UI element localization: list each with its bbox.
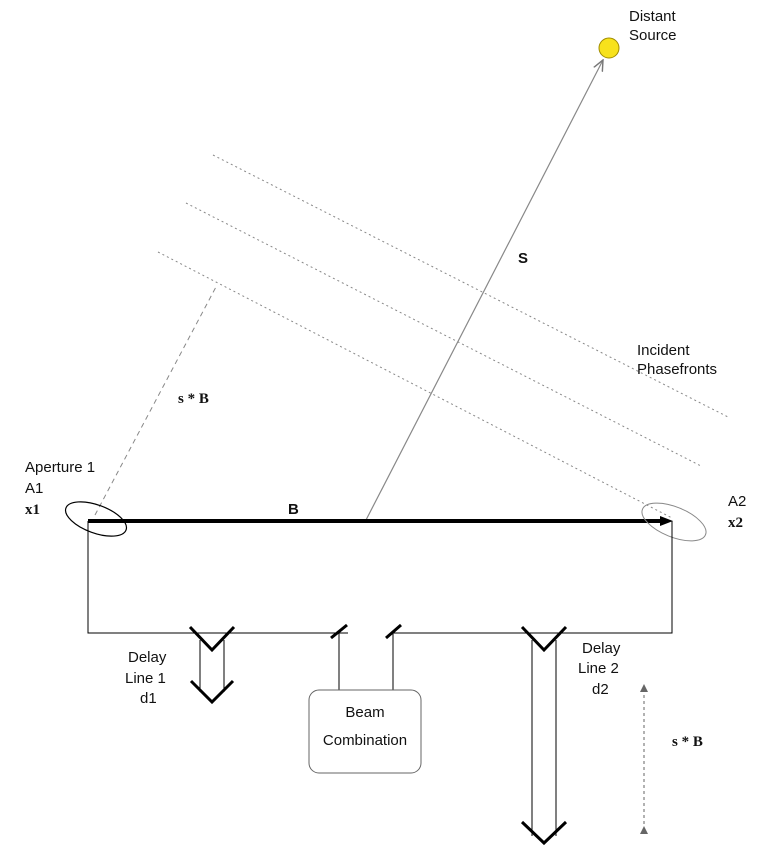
baseline-b-label: B [288,501,299,518]
delay-line-2-shaft [531,640,557,836]
delay-line-1-shaft [199,640,225,692]
phasefront-line-2 [185,202,702,467]
sb-label-left: s * B [178,391,209,407]
optical-path-frame [87,521,673,634]
delay-line-1-label-line2: Line 1 [125,670,166,687]
aperture-2-label-line1: A2 [728,493,746,510]
distant-source-icon [598,37,620,59]
combiner-mirror-right [385,623,402,640]
phasefronts-label-line1: Incident [637,342,690,359]
s-vector-label: S [518,250,528,267]
beam-combination-box [308,689,422,774]
delay-line-1-label-line1: Delay [128,649,167,666]
baseline-b-arrowhead [660,516,673,526]
aperture-1-label-line2: A1 [25,480,43,497]
delay-line-2-label-line1: Delay [582,640,621,657]
delay-line-2-label-line2: Line 2 [578,660,619,677]
aperture-1-label-line1: Aperture 1 [25,459,95,476]
combiner-mirror-left [330,623,348,640]
aperture-1-label-line3: x1 [25,502,40,518]
aperture-2-ellipse [641,502,707,542]
s-vector-arrow [365,60,603,521]
delay-line-2-mirror-top [520,625,568,653]
aperture-1-ellipse [64,501,128,537]
source-label-line1: Distant [629,8,677,25]
delay-line-2-mirror-bottom [520,820,568,846]
delay-line-1-label-line3: d1 [140,690,157,707]
aperture-2-label-line2: x2 [728,515,743,531]
delay-line-1-mirror-top [188,625,236,653]
sb-projection-dashed-line [94,284,218,516]
delay-line-1-mirror-bottom [189,679,235,705]
phasefront-line-1 [212,154,729,418]
phasefront-line-3 [157,251,673,519]
source-label-line2: Source [629,27,677,44]
phasefronts-label-line2: Phasefronts [637,361,717,378]
sb-label-right: s * B [672,734,703,750]
delay-line-2-label-line3: d2 [592,681,609,698]
beam-combination-label-line2: Combination [323,732,407,749]
beam-combination-label-line1: Beam [345,704,384,721]
